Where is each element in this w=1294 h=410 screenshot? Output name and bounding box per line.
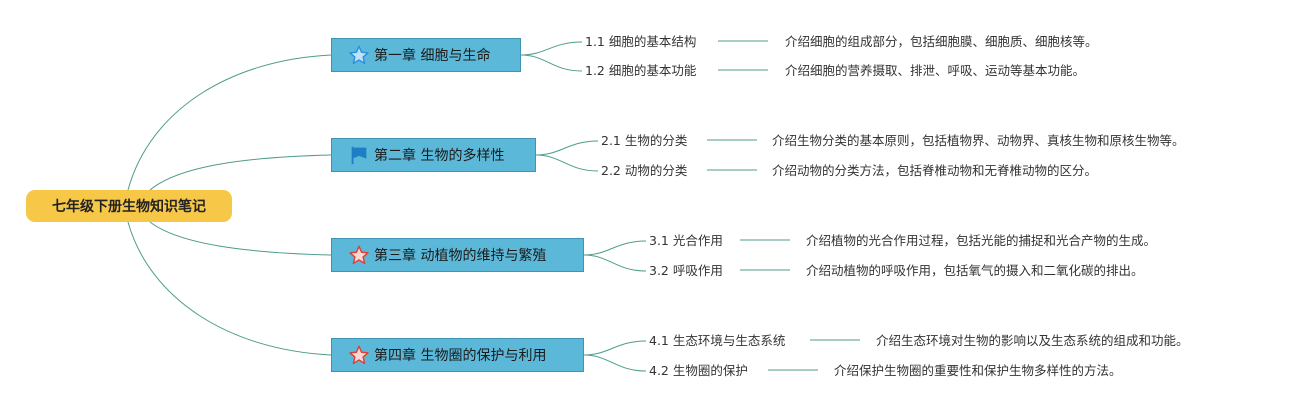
chapter-3-node[interactable]: 第三章 动植物的维持与繁殖 xyxy=(331,238,584,272)
chapter-3-to-section-a xyxy=(583,240,647,256)
chapter-3-to-section-b xyxy=(583,254,647,272)
chapter-1-to-section-a xyxy=(520,41,583,56)
star-outline-red-icon xyxy=(348,244,370,266)
root-topic[interactable]: 七年级下册生物知识笔记 xyxy=(26,190,232,222)
section-3-1[interactable]: 3.1 光合作用 xyxy=(649,233,723,248)
chapter-4-label: 第四章 生物圈的保护与利用 xyxy=(374,348,547,364)
star-outline-blue-icon xyxy=(348,44,370,66)
section-1-1[interactable]: 1.1 细胞的基本结构 xyxy=(585,34,697,49)
root-topic-label: 七年级下册生物知识笔记 xyxy=(52,199,206,215)
chapter-4-to-section-b xyxy=(583,354,647,372)
root-to-chapter-2 xyxy=(149,154,332,191)
chapter-1-to-section-b xyxy=(520,54,583,72)
chapter-4-node[interactable]: 第四章 生物圈的保护与利用 xyxy=(331,338,584,372)
section-1-2[interactable]: 1.2 细胞的基本功能 xyxy=(585,63,697,78)
section-4-1[interactable]: 4.1 生态环境与生态系统 xyxy=(649,333,786,348)
chapter-1-node[interactable]: 第一章 细胞与生命 xyxy=(331,38,521,72)
section-4-2-desc: 介绍保护生物圈的重要性和保护生物多样性的方法。 xyxy=(834,363,1122,378)
section-1-2-desc: 介绍细胞的营养摄取、排泄、呼吸、运动等基本功能。 xyxy=(785,63,1086,78)
chapter-2-node[interactable]: 第二章 生物的多样性 xyxy=(331,138,536,172)
section-3-2-desc: 介绍动植物的呼吸作用，包括氧气的摄入和二氧化碳的排出。 xyxy=(806,263,1144,278)
chapter-2-to-section-b xyxy=(535,154,599,172)
chapter-1-label: 第一章 细胞与生命 xyxy=(374,48,491,64)
section-1-1-desc: 介绍细胞的组成部分，包括细胞膜、细胞质、细胞核等。 xyxy=(785,34,1098,49)
flag-icon xyxy=(348,144,370,166)
section-4-1-desc: 介绍生态环境对生物的影响以及生态系统的组成和功能。 xyxy=(876,333,1189,348)
chapter-2-to-section-a xyxy=(535,140,599,156)
section-2-1-desc: 介绍生物分类的基本原则，包括植物界、动物界、真核生物和原核生物等。 xyxy=(772,133,1185,148)
star-outline-red-icon xyxy=(348,344,370,366)
section-2-1[interactable]: 2.1 生物的分类 xyxy=(601,133,688,148)
section-4-2[interactable]: 4.2 生物圈的保护 xyxy=(649,363,748,378)
chapter-2-label: 第二章 生物的多样性 xyxy=(374,148,505,164)
section-2-2-desc: 介绍动物的分类方法，包括脊椎动物和无脊椎动物的区分。 xyxy=(772,163,1098,178)
section-3-1-desc: 介绍植物的光合作用过程，包括光能的捕捉和光合产物的生成。 xyxy=(806,233,1157,248)
chapter-4-to-section-a xyxy=(583,340,647,356)
chapter-3-label: 第三章 动植物的维持与繁殖 xyxy=(374,248,547,264)
root-to-chapter-1 xyxy=(127,54,332,191)
section-3-2[interactable]: 3.2 呼吸作用 xyxy=(649,263,723,278)
root-to-chapter-3 xyxy=(149,221,332,256)
section-2-2[interactable]: 2.2 动物的分类 xyxy=(601,163,688,178)
root-to-chapter-4 xyxy=(127,221,332,356)
